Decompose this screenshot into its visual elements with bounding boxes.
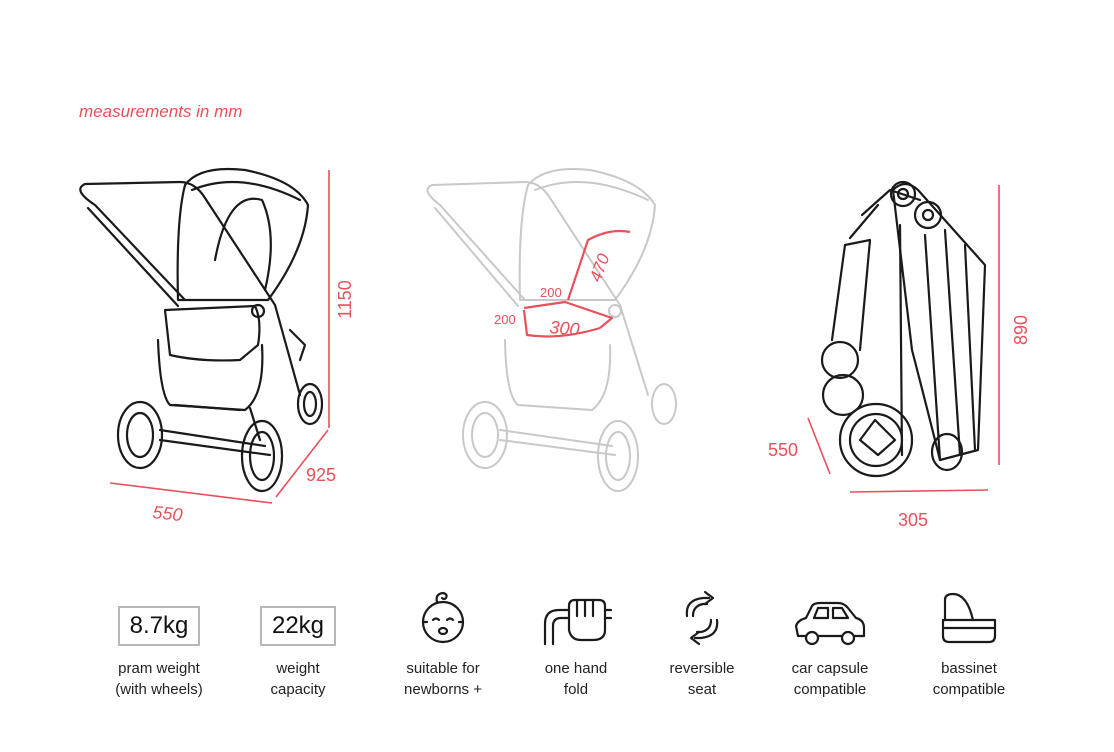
weight-capacity-badge: 22kg [259, 606, 337, 646]
dim-seat-side-lower: 200 [494, 312, 516, 327]
open-pram-drawing [79, 167, 324, 493]
bassinet-icon [941, 592, 997, 644]
measurements-note: measurements in mm [79, 102, 243, 121]
seat-view-dimension-lines [522, 229, 631, 338]
dim-depth-folded: 550 [768, 440, 798, 460]
reverse-arrows-icon [685, 590, 719, 646]
dim-seat-side-upper: 200 [540, 285, 562, 300]
dim-height-folded: 890 [1011, 315, 1031, 345]
pram-weight-badge: 8.7kg [117, 606, 201, 646]
feature-pram-weight: 8.7kg pram weight(with wheels) [89, 588, 229, 700]
car-icon [794, 601, 866, 646]
dim-depth-open: 925 [306, 465, 336, 485]
open-pram-dimension-lines [109, 170, 330, 504]
baby-face-icon [421, 591, 465, 644]
folded-pram-dimension-lines [807, 185, 1000, 493]
dim-height-open: 1150 [335, 280, 355, 319]
dim-seat-depth: 300 [549, 317, 581, 340]
dim-seat-backrest: 470 [586, 251, 614, 285]
hand-fold-icon [543, 598, 613, 646]
dim-width-folded: 305 [898, 510, 928, 530]
folded-pram-drawing [820, 180, 987, 478]
feature-label: pram weight(with wheels) [115, 660, 203, 698]
dim-width-open: 550 [152, 502, 184, 525]
seat-view-drawing [426, 168, 677, 492]
